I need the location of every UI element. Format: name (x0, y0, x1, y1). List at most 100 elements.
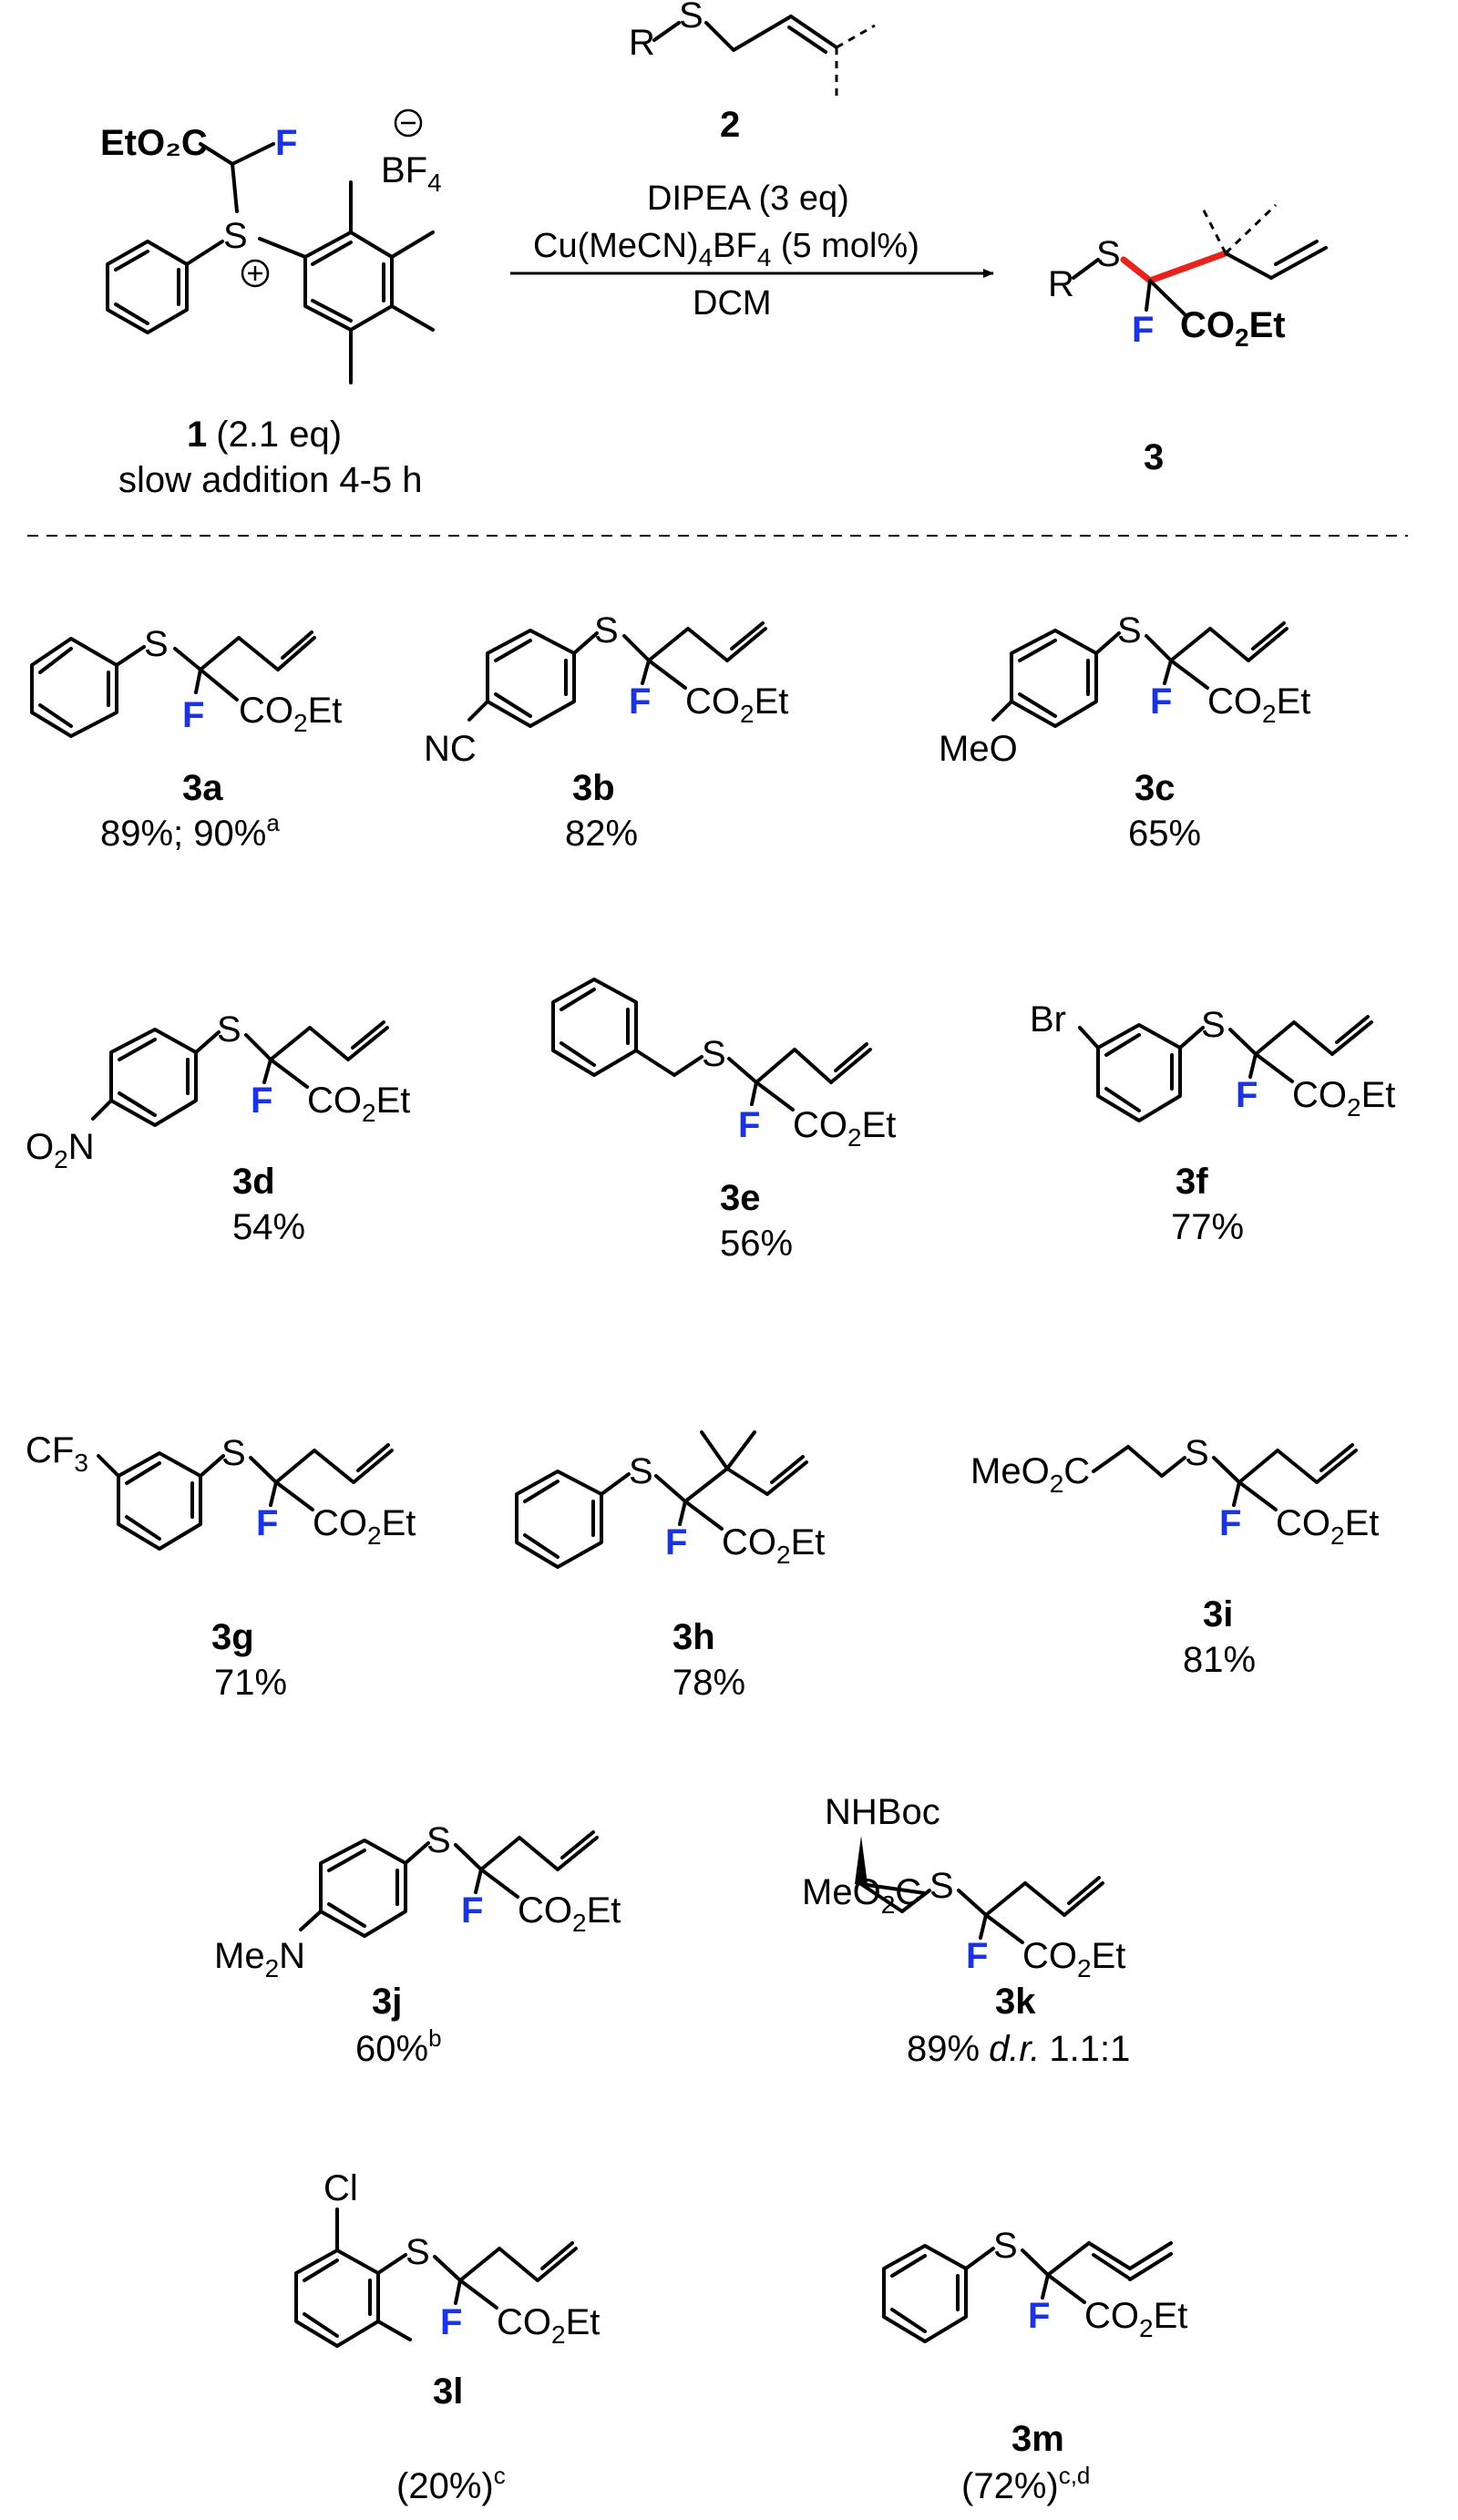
substituent-label: NC (424, 729, 477, 769)
fluorine-label: F (1028, 2296, 1050, 2336)
compound-3a: S F CO2Et 3a 89%; 90%a (30, 624, 342, 854)
compound-yield: 65% (1128, 814, 1201, 854)
substituent-label: Me2N (214, 1936, 305, 1982)
reagent-2-structure: R S 2 (629, 0, 876, 145)
counterion-label: BF4 (381, 150, 442, 197)
positive-charge-icon (241, 259, 270, 288)
compound-yield: 54% (232, 1207, 305, 1247)
sulfur-label: S (426, 1820, 451, 1860)
ester-label: EtO₂C (100, 123, 208, 163)
ester-label: CO2Et (1084, 2296, 1187, 2342)
ester-label: CO2Et (722, 1522, 825, 1569)
compound-yield: 60%b (355, 2024, 442, 2069)
fluorine-label: F (275, 123, 297, 163)
ester-label: CO2Et (313, 1503, 416, 1550)
fluorine-label: F (665, 1522, 687, 1562)
fluorine-label: F (461, 1890, 483, 1931)
compound-3f: Br S F CO2Et 3f 77% (1030, 999, 1395, 1247)
compound-yield: 82% (565, 814, 638, 854)
ester-label: CO2Et (1276, 1503, 1379, 1550)
compound-id: 3m (1011, 2419, 1064, 2459)
compound-id: 3f (1176, 1162, 1208, 1202)
sulfonium-sulfur: S (223, 216, 248, 256)
new-cs-bond (1120, 256, 1154, 284)
product-3-structure: R S F CO2Et 3 (1048, 203, 1328, 477)
reagent-2-sulfur: S (679, 0, 703, 36)
condition-base: DIPEA (3 eq) (647, 179, 849, 218)
ester-label: CO2Et (307, 1081, 410, 1127)
compound-yield: 71% (214, 1663, 287, 1703)
compound-3b: NC S F CO2Et 3b 82% (424, 610, 788, 854)
compound-yield: 77% (1171, 1207, 1244, 1247)
sulfur-label: S (144, 624, 169, 664)
fluorine-label: F (1219, 1503, 1241, 1543)
ester-label: CO2Et (1292, 1075, 1395, 1122)
sulfur-label: S (1201, 1005, 1226, 1045)
ester-label: CO2Et (497, 2302, 600, 2349)
compound-id: 3i (1203, 1594, 1233, 1634)
fluorine-label: F (1236, 1075, 1258, 1115)
fluorine-label: F (440, 2302, 462, 2342)
negative-charge-icon (394, 108, 423, 138)
reagent-2-id: 2 (720, 105, 740, 145)
reagent-2-r-label: R (629, 23, 655, 63)
compound-id: 3k (995, 1982, 1036, 2022)
substituent-label: Br (1030, 999, 1066, 1040)
sulfur-label: S (217, 1009, 241, 1050)
sulfur-label: S (1117, 610, 1142, 650)
compound-3g: CF3 S F CO2Et 3g 71% (26, 1430, 416, 1703)
fluorine-label: F (256, 1503, 278, 1543)
condition-catalyst: Cu(MeCN)4BF4 (5 mol%) (533, 227, 919, 271)
compound-yield: 81% (1183, 1640, 1256, 1680)
reagent-1-addition-note: slow addition 4-5 h (118, 460, 423, 500)
product-3-id: 3 (1144, 437, 1164, 477)
condition-solvent: DCM (693, 284, 772, 323)
fluorine-label: F (182, 695, 204, 735)
product-3-ester: CO2Et (1180, 305, 1286, 352)
fluorine-label: F (1150, 681, 1172, 722)
compound-id: 3l (433, 2371, 463, 2412)
substituent-label: MeO2C (970, 1451, 1090, 1498)
product-3-r-label: R (1048, 264, 1074, 304)
new-cc-bond (1146, 250, 1229, 284)
compound-3d: O2N S F CO2Et 3d 54% (26, 1009, 410, 1247)
compound-id: 3h (673, 1617, 715, 1657)
sulfur-label: S (993, 2226, 1018, 2266)
compound-3h: S F CO2Et 3h 78% (515, 1430, 825, 1703)
compound-yield: 56% (720, 1224, 793, 1264)
ester-label: CO2Et (793, 1105, 896, 1152)
substituent-label: MeO2C (802, 1872, 921, 1919)
compound-yield: 89%; 90%a (100, 809, 280, 854)
substituent-label: MeO (939, 729, 1018, 769)
compound-yield: 78% (673, 1663, 745, 1703)
sulfur-label: S (702, 1034, 726, 1074)
compound-id: 3d (232, 1162, 275, 1202)
compound-3m: S F CO2Et 3m (72%)c,d (882, 2226, 1187, 2506)
ester-label: CO2Et (239, 691, 342, 737)
ester-label: CO2Et (1022, 1936, 1125, 1982)
substituent-label: O2N (26, 1127, 95, 1173)
ester-label: CO2Et (685, 681, 788, 728)
compound-3k: NHBoc MeO2C S F CO2Et 3k 89%d.r.1.1:1 (802, 1792, 1130, 2069)
fluorine-label: F (629, 681, 651, 722)
product-3-sulfur: S (1096, 234, 1121, 274)
product-3-fluorine: F (1132, 310, 1154, 350)
compound-3l: Cl S F CO2Et 3l (20%)c (294, 2168, 600, 2506)
compound-id: 3e (720, 1178, 761, 1218)
compound-yield: 89%d.r.1.1:1 (907, 2029, 1130, 2069)
compound-id: 3a (182, 768, 223, 808)
compound-yield: (72%)c,d (961, 2462, 1090, 2506)
fluorine-label: F (966, 1936, 988, 1976)
fluorine-label: F (251, 1081, 272, 1121)
compound-yield: (20%)c (396, 2462, 506, 2506)
sulfur-label: S (629, 1451, 653, 1491)
compound-3j: Me2N S F CO2Et 3j 60%b (214, 1820, 621, 2069)
fluorine-label: F (738, 1105, 760, 1145)
sulfur-label: S (594, 610, 619, 650)
sulfur-label: S (929, 1866, 954, 1906)
sulfur-label: S (406, 2232, 430, 2272)
compound-id: 3b (572, 768, 615, 808)
reaction-conditions: DIPEA (3 eq) Cu(MeCN)4BF4 (5 mol%) DCM (510, 179, 994, 323)
compound-id: 3g (211, 1617, 254, 1657)
